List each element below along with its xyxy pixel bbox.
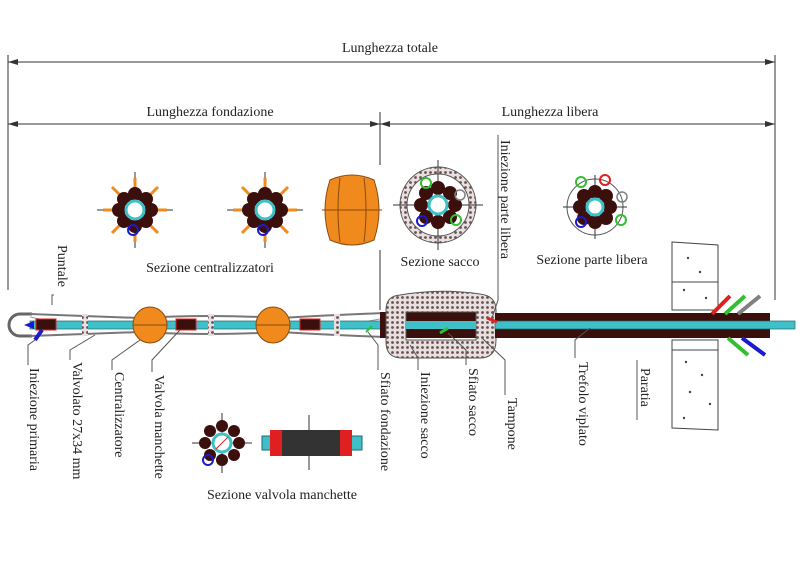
sleeve-valve-side-view bbox=[261, 415, 363, 470]
tip-label: Puntale bbox=[54, 245, 69, 287]
centralizer-side-view bbox=[322, 174, 382, 246]
free-length-label: Lunghezza libera bbox=[502, 105, 600, 120]
strand-label: Trefolo viplato bbox=[575, 362, 590, 446]
centralizer-section-1 bbox=[97, 172, 173, 248]
sleeve-valve-section bbox=[192, 413, 252, 473]
centralizer-2 bbox=[255, 306, 291, 344]
leader-lines bbox=[27, 135, 638, 420]
sleeve-valve-section-title: Sezione valvola manchette bbox=[207, 488, 357, 503]
bag-section-title: Sezione sacco bbox=[401, 255, 480, 270]
bag bbox=[385, 290, 497, 359]
centralizer-section-2 bbox=[227, 172, 303, 248]
centralizers-section-title: Sezione centralizzatori bbox=[146, 261, 274, 276]
bulkhead-wall bbox=[671, 241, 719, 431]
bulkhead-label: Paratia bbox=[637, 368, 652, 408]
foundation-vent-label: Sfiato fondazione bbox=[377, 372, 392, 471]
valved-pipe-label: Valvolato 27x34 mm bbox=[69, 362, 84, 480]
bag-section bbox=[393, 160, 483, 250]
total-length-label: Lunghezza totale bbox=[342, 41, 438, 56]
free-part-injection-label: Iniezione parte libera bbox=[497, 140, 512, 260]
anchor-body bbox=[7, 290, 796, 359]
sleeve-valve-label: Valvola manchette bbox=[151, 375, 166, 479]
free-part-section-title: Sezione parte libera bbox=[536, 253, 648, 268]
primary-injection-label: Iniezione primaria bbox=[26, 368, 41, 472]
bag-injection-label: Iniezione sacco bbox=[417, 372, 432, 459]
bag-vent-label: Sfiato sacco bbox=[465, 368, 480, 436]
centralizer-label: Centralizzatore bbox=[111, 372, 126, 458]
free-part-section bbox=[563, 174, 628, 239]
plug-label: Tampone bbox=[504, 398, 519, 450]
centralizer-1 bbox=[132, 306, 168, 344]
total-length-dimension: Lunghezza totale bbox=[7, 41, 776, 300]
foundation-length-label: Lunghezza fondazione bbox=[146, 105, 273, 120]
foundation-length-dimension: Lunghezza fondazione bbox=[8, 105, 381, 310]
outgoing-tubes bbox=[710, 294, 767, 357]
free-length-dimension: Lunghezza libera bbox=[380, 105, 775, 127]
